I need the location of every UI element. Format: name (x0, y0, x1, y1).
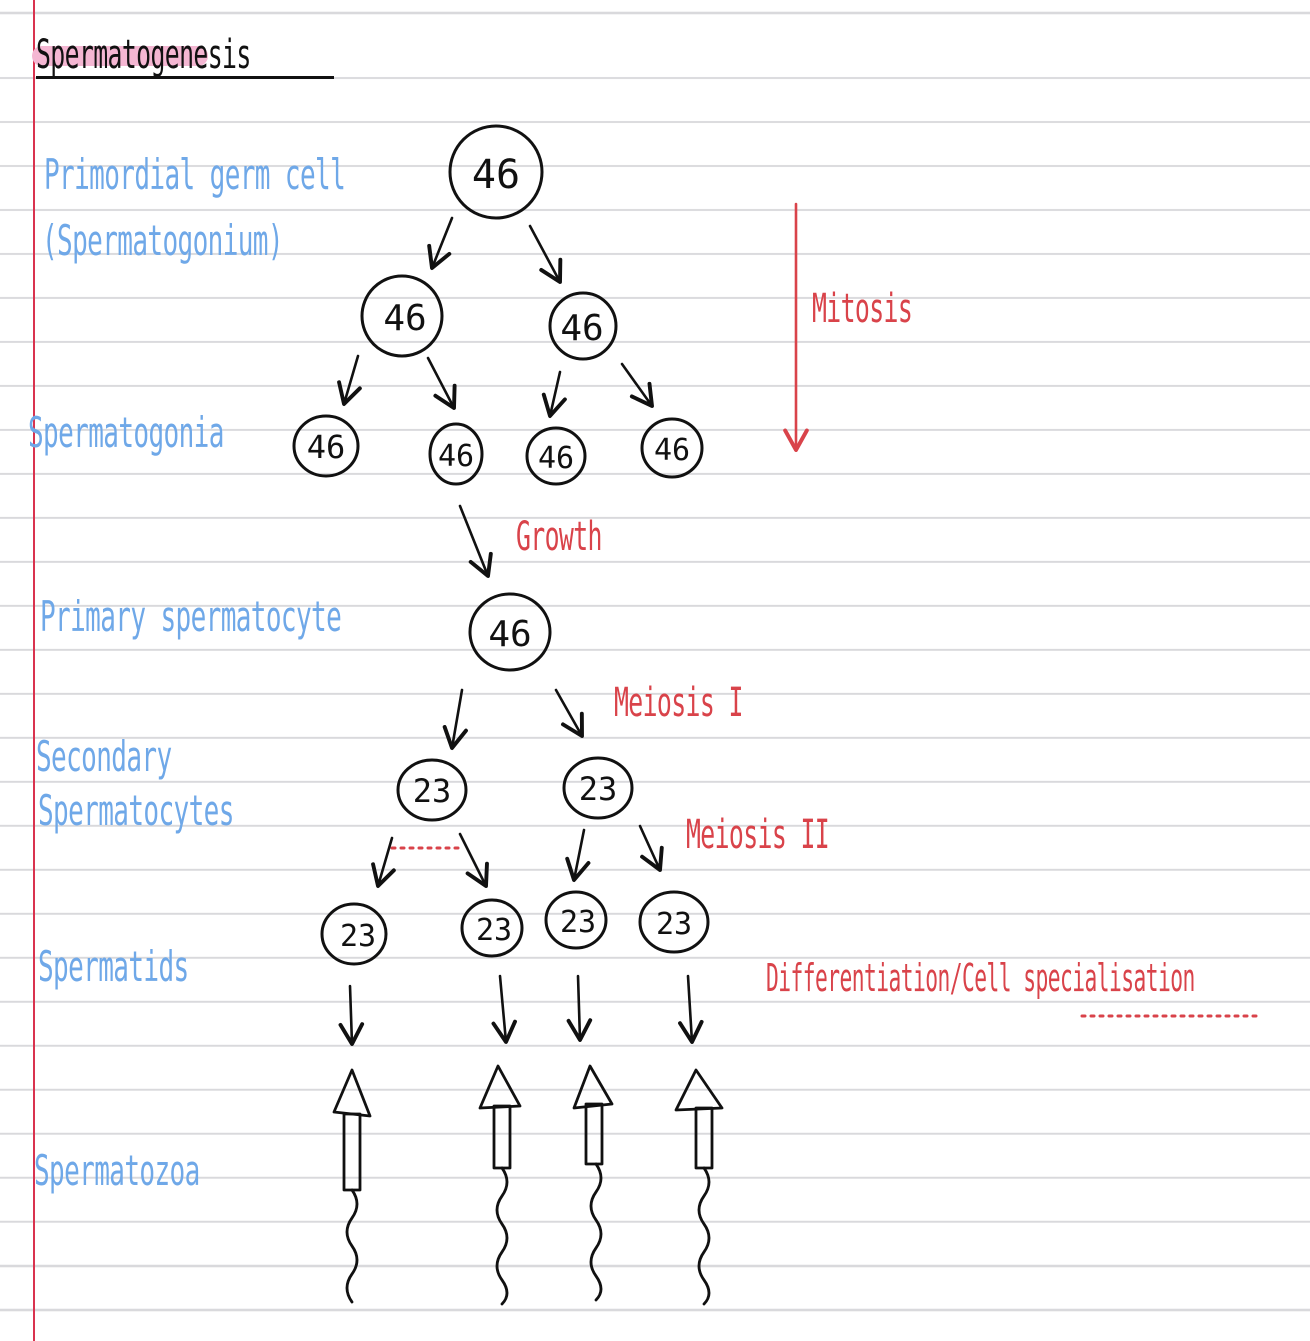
label-secondary: Secondary (36, 732, 172, 781)
spermatozoa-row (332, 1064, 724, 1306)
cell-primordial-count: 46 (472, 152, 520, 198)
arrow-icon (337, 354, 362, 406)
sperm-icon (572, 1064, 614, 1302)
label-mitosis: Mitosis (812, 286, 913, 332)
cell-spermatogonia-1-count: 46 (307, 428, 346, 466)
arrow-icon (458, 504, 493, 578)
cell-spermatogonia-1: 46 (292, 414, 360, 478)
cell-spermatid-1-count: 23 (340, 919, 376, 954)
cell-spermatid-4: 23 (638, 890, 710, 954)
label-meiosis-2: Meiosis II (686, 812, 830, 858)
arrow-icon (458, 832, 489, 888)
cell-spermatogonia-3-count: 46 (538, 441, 574, 476)
arrow-icon (371, 836, 396, 888)
title-underline (36, 76, 334, 79)
cell-primary-spermatocyte: 46 (468, 592, 552, 672)
label-spermatozoa: Spermatozoa (34, 1146, 200, 1195)
title-highlight (32, 46, 208, 66)
cell-spermatid-2-count: 23 (476, 913, 512, 948)
cell-mitosis-2-count: 46 (560, 308, 603, 349)
label-spermatids: Spermatids (38, 942, 189, 991)
division-arrows (337, 216, 704, 1046)
label-primordial-germ-cell: Primordial germ cell (44, 150, 346, 199)
cell-spermatid-2: 23 (460, 898, 524, 958)
label-growth: Growth (516, 514, 602, 560)
arrow-icon (565, 828, 591, 882)
arrow-icon (566, 974, 593, 1042)
arrow-icon (338, 984, 365, 1046)
label-primary-spermatocyte: Primary spermatocyte (40, 592, 342, 641)
arrow-icon (620, 362, 654, 408)
arrow-icon (554, 688, 584, 738)
label-spermatogonium: (Spermatogonium) (42, 216, 284, 265)
arrow-icon (541, 370, 567, 418)
arrow-icon (638, 824, 664, 872)
label-spermatocytes: Spermatocytes (38, 786, 234, 835)
cell-mitosis-1-count: 46 (383, 298, 426, 339)
cell-spermatid-3: 23 (544, 890, 608, 950)
cell-primordial: 46 (448, 124, 544, 220)
margin-line (33, 0, 35, 1341)
cell-spermatogonia-2: 46 (428, 422, 484, 486)
cell-spermatogonia-4-count: 46 (654, 433, 690, 468)
cell-spermatogonia-3: 46 (525, 426, 587, 486)
cell-primary-count: 46 (488, 614, 531, 655)
label-spermatogonia: Spermatogonia (28, 408, 224, 457)
arrow-icon (528, 224, 563, 284)
cell-secondary-2-count: 23 (579, 770, 618, 808)
arrow-icon (427, 216, 454, 270)
cell-secondary-2: 23 (562, 756, 634, 820)
label-differentiation: Differentiation/Cell specialisation (766, 956, 1195, 1000)
arrow-icon (491, 974, 517, 1044)
cell-secondary-1: 23 (396, 758, 468, 822)
sperm-icon (478, 1064, 522, 1306)
arrow-icon (442, 688, 468, 750)
cell-spermatogonia-2-count: 46 (438, 439, 474, 474)
sperm-icon (674, 1068, 724, 1306)
cell-spermatid-3-count: 23 (560, 905, 596, 940)
cell-spermatid-1: 23 (320, 902, 388, 966)
arrow-icon (678, 974, 704, 1044)
cell-secondary-1-count: 23 (413, 772, 452, 810)
cell-mitosis-1: 46 (360, 274, 444, 358)
arrow-icon (426, 356, 457, 410)
label-meiosis-1: Meiosis I (614, 680, 743, 726)
sperm-icon (332, 1068, 372, 1304)
page-title: Spermatogenesis (36, 32, 251, 78)
cell-spermatogonia-4: 46 (640, 417, 704, 479)
cell-spermatid-4-count: 23 (656, 907, 692, 942)
cell-mitosis-2: 46 (548, 291, 618, 361)
